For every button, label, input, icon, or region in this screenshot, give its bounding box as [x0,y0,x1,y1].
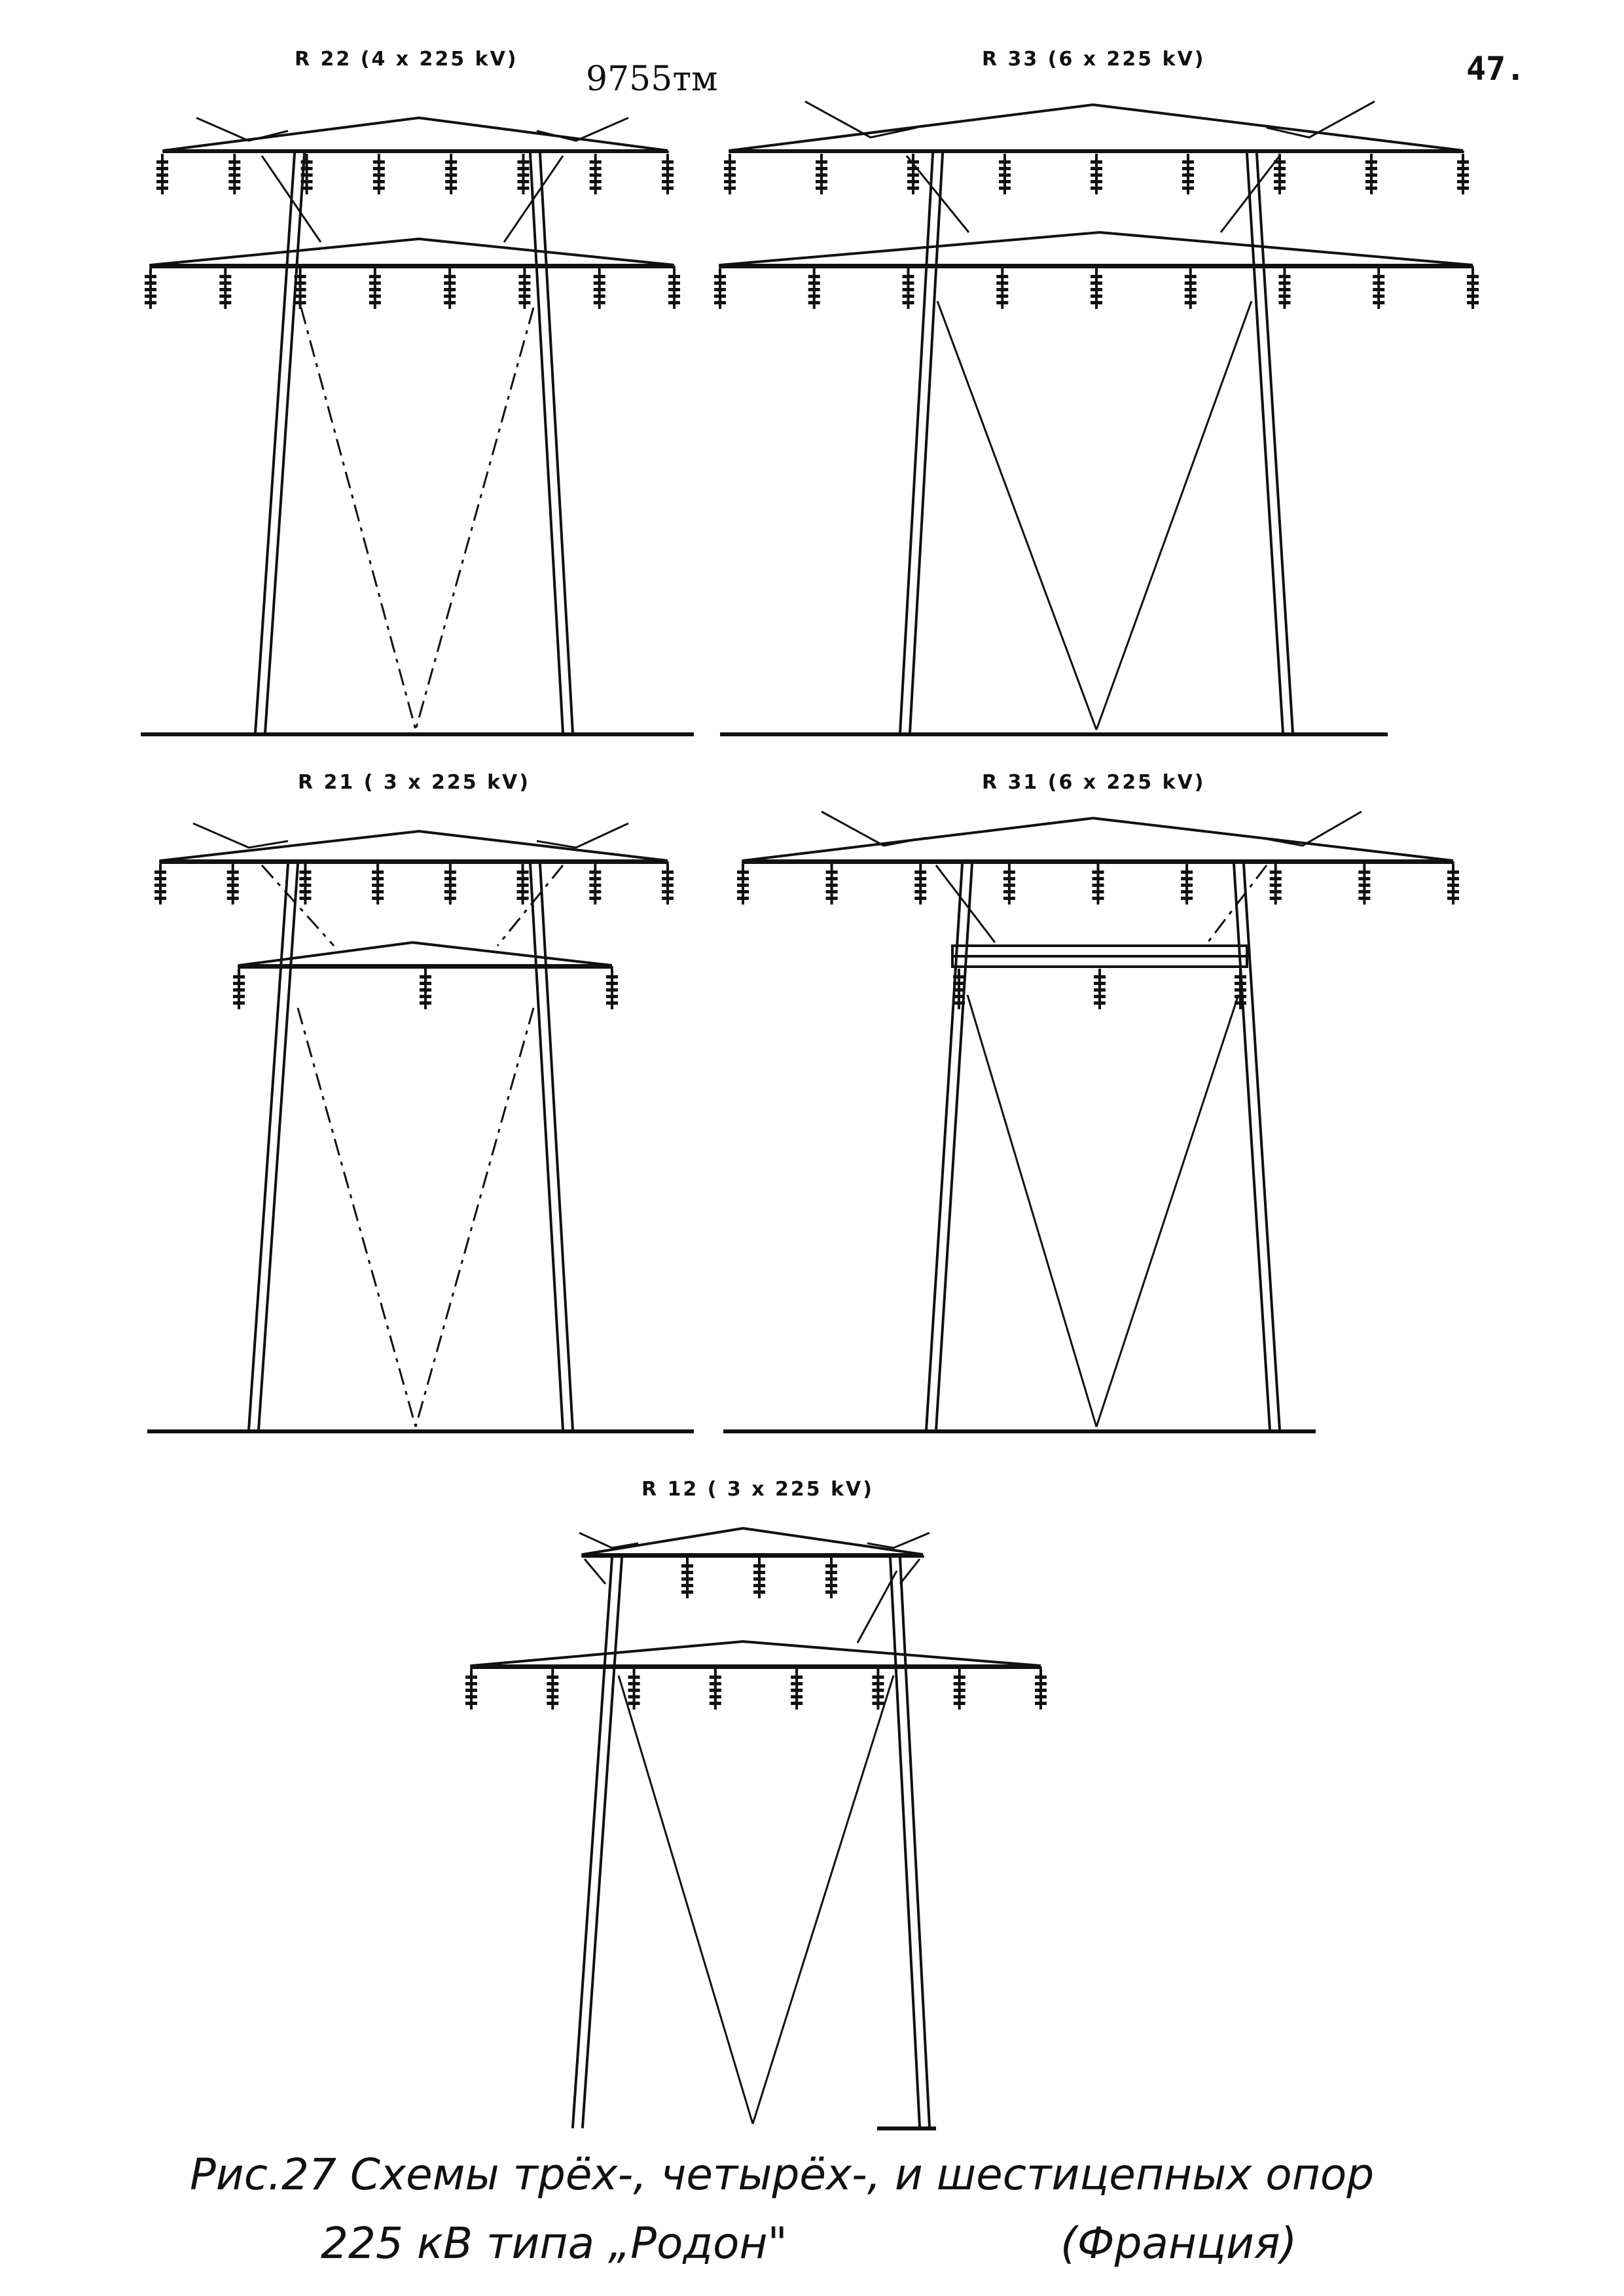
insulator-string [1182,154,1194,194]
insulator-string [1457,154,1469,194]
insulator-string [1091,154,1102,194]
insulator-string [154,864,166,905]
insulator-string [1184,268,1197,309]
figure-caption-country: (Франция) [1060,2218,1297,2269]
insulator-string [589,864,602,905]
insulator-string [1181,864,1193,905]
insulator-string [226,864,239,905]
insulator-string [589,154,602,194]
insulator-string [1035,1669,1047,1710]
insulator-string [606,969,618,1009]
insulator-string [228,154,241,194]
insulator-string [662,864,674,905]
insulator-string [219,268,232,309]
insulator-string [953,969,965,1009]
insulator-string [465,1669,477,1710]
insulator-string [300,154,313,194]
insulator-string [445,154,458,194]
insulator-string [808,268,820,309]
insulator-string [1274,154,1286,194]
insulator-string [1269,864,1282,905]
insulator-string [1373,268,1385,309]
insulator-string [872,1669,884,1710]
insulator-string [516,864,529,905]
insulator-string [299,864,312,905]
insulator-string [628,1669,640,1710]
insulator-string [825,864,838,905]
insulator-string [294,268,306,309]
tower-label-r31: R 31 (6 x 225 kV) [982,771,1206,794]
insulator-string [156,154,168,194]
insulator-string [1467,268,1479,309]
tower-r21: R 21 ( 3 x 225 kV) [147,771,694,1433]
insulator-string [999,154,1011,194]
insulator-string [791,1669,803,1710]
tower-r22: R 22 (4 x 225 kV) [141,48,694,736]
insulator-string [816,154,827,194]
insulator-string [714,268,726,309]
tower-r31: R 31 (6 x 225 kV) [723,771,1459,1433]
figure-caption-line2: 225 кВ типа „Родон" [321,2218,787,2269]
insulator-string [668,268,680,309]
insulator-string [1358,864,1371,905]
insulator-string [1003,864,1015,905]
insulator-string [372,154,385,194]
tower-label-r12: R 12 ( 3 x 225 kV) [641,1478,874,1501]
tower-label-r33: R 33 (6 x 225 kV) [982,48,1206,71]
tower-label-r21: R 21 ( 3 x 225 kV) [298,771,530,794]
insulator-string [1447,864,1459,905]
insulator-string [369,268,381,309]
insulator-string [444,268,456,309]
insulator-string [681,1558,693,1598]
insulator-string [907,154,919,194]
insulator-string [372,864,384,905]
insulator-string [1278,268,1291,309]
insulator-string [753,1558,765,1598]
insulator-string [547,1669,559,1710]
insulator-string [517,154,530,194]
insulator-string [996,268,1009,309]
tower-r33: R 33 (6 x 225 kV) [714,48,1479,736]
insulator-string [420,969,431,1009]
archive-stamp: 9755тм [586,60,718,99]
insulator-string [518,268,531,309]
insulator-string [233,969,245,1009]
insulator-string [914,864,927,905]
insulator-string [724,154,736,194]
insulator-string [593,268,605,309]
insulator-string [953,1669,965,1710]
tower-r12: R 12 ( 3 x 225 kV) [465,1478,1047,2130]
insulator-string [145,268,156,309]
insulator-string [444,864,456,905]
page-number: 47. [1466,50,1525,88]
insulator-string [825,1558,837,1598]
insulator-string [1365,154,1377,194]
insulator-string [1091,268,1102,309]
insulator-string [1235,969,1246,1009]
insulator-string [1092,864,1104,905]
figure-caption-line1: Рис.27 Схемы трёх-, четырёх-, и шестицеп… [190,2149,1374,2200]
insulator-string [902,268,914,309]
insulator-string [737,864,749,905]
tower-label-r22: R 22 (4 x 225 kV) [295,48,518,71]
insulator-string [662,154,674,194]
insulator-string [709,1669,721,1710]
insulator-string [1094,969,1106,1009]
